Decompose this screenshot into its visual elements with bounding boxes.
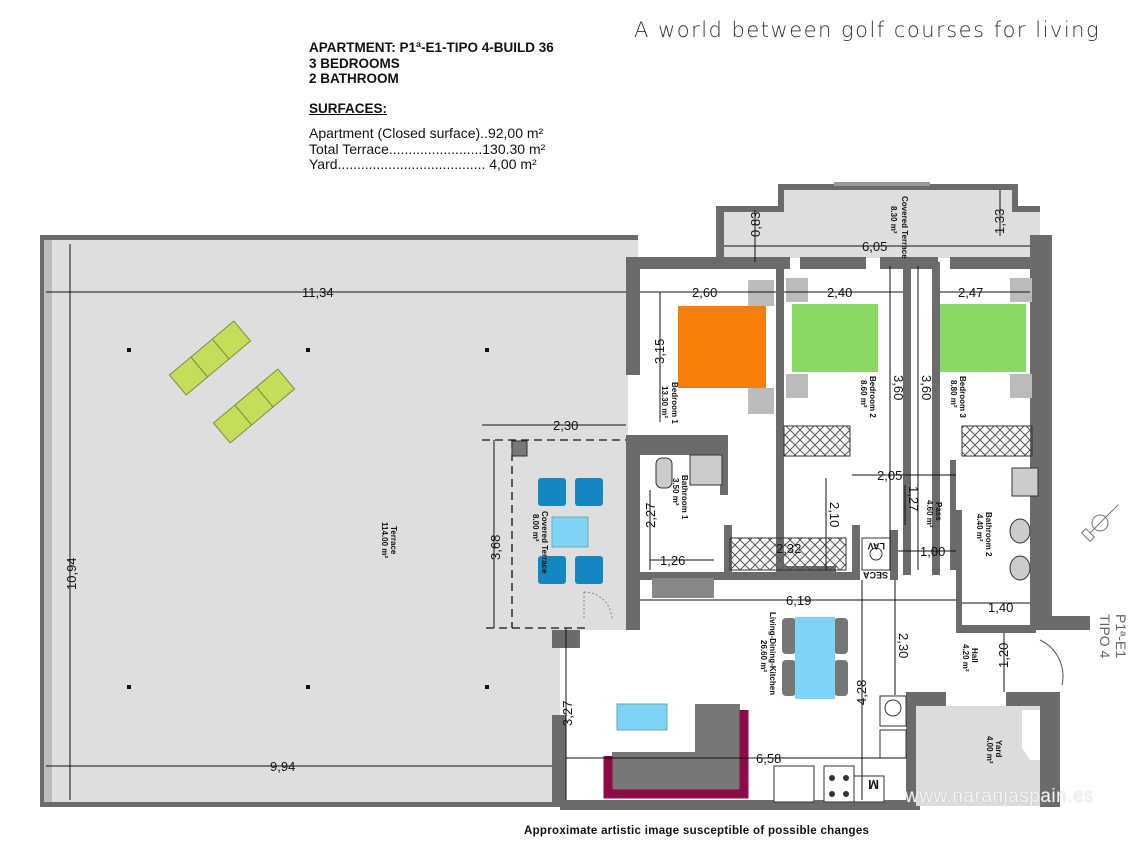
svg-text:1,26: 1,26	[660, 553, 685, 568]
svg-text:3,15: 3,15	[652, 339, 667, 364]
svg-text:2,30: 2,30	[553, 418, 578, 433]
svg-text:2,05: 2,05	[877, 468, 902, 483]
svg-text:Hall: Hall	[970, 648, 979, 663]
svg-text:13.30 m²: 13.30 m²	[660, 386, 669, 418]
svg-text:Terrace: Terrace	[389, 526, 398, 555]
svg-text:1,40: 1,40	[988, 600, 1013, 615]
svg-text:Bedroom 3: Bedroom 3	[958, 376, 967, 418]
svg-text:8.80 m²: 8.80 m²	[949, 380, 958, 408]
svg-text:3,60: 3,60	[919, 375, 934, 400]
surfaces-title: SURFACES:	[309, 100, 388, 116]
laundry-box	[861, 537, 891, 571]
svg-text:8.00 m²: 8.00 m²	[531, 514, 540, 542]
svg-text:Covered Terrace: Covered Terrace	[900, 196, 909, 259]
svg-text:3,60: 3,60	[891, 375, 906, 400]
svg-text:1,27: 1,27	[906, 486, 921, 511]
apartment-code: APARTMENT: P1ª-E1-TIPO 4-BUILD 36	[309, 40, 554, 55]
svg-text:4.40 m²: 4.40 m²	[975, 514, 984, 542]
svg-text:2,40: 2,40	[827, 285, 852, 300]
dimension-lines	[46, 190, 1030, 800]
bedroom-count: 3 BEDROOMS	[309, 55, 400, 71]
bedroom-furniture	[678, 278, 1032, 414]
svg-text:9,94: 9,94	[270, 759, 295, 774]
svg-text:SECA: SECA	[862, 570, 888, 580]
svg-text:2,60: 2,60	[692, 285, 717, 300]
living-furniture	[603, 578, 907, 803]
yard-floor	[916, 706, 1040, 806]
bed-3	[940, 304, 1026, 372]
svg-text:6,19: 6,19	[786, 593, 811, 608]
svg-text:3.50 m²: 3.50 m²	[671, 478, 680, 506]
svg-text:Yard: Yard	[994, 740, 1003, 757]
wardrobe-pass	[729, 537, 847, 571]
appliance-labels: LAV SECA M	[862, 541, 888, 792]
svg-text:TIPO 4: TIPO 4	[1097, 614, 1113, 659]
svg-text:Bedroom 1: Bedroom 1	[670, 382, 679, 424]
svg-text:2,27: 2,27	[643, 503, 658, 528]
tagline: A world between golf courses for living	[634, 18, 1101, 42]
entry-door-icon	[1039, 639, 1064, 686]
compass-icon	[1080, 504, 1119, 543]
svg-text:3,68: 3,68	[488, 535, 503, 560]
watermark: www.naranjaspain.es	[905, 786, 1095, 807]
svg-text:10,94: 10,94	[64, 557, 79, 590]
terrace-pillars	[127, 348, 489, 689]
svg-text:0,83: 0,83	[748, 212, 763, 237]
svg-text:26.60 m²: 26.60 m²	[759, 640, 768, 672]
dimension-labels: 11,34 10,94 9,94 2,30 3,68 6,05 0,83 1,3…	[64, 209, 1013, 774]
svg-text:4.00 m²: 4.00 m²	[985, 736, 994, 764]
svg-text:M: M	[868, 777, 879, 792]
svg-text:3,27: 3,27	[560, 701, 575, 726]
svg-text:P1ª-E1: P1ª-E1	[1113, 614, 1129, 658]
svg-text:6,05: 6,05	[862, 239, 887, 254]
room-labels: Covered Terrace 8.30 m² Bedroom 1 13.30 …	[380, 196, 1003, 764]
walls	[552, 235, 1090, 810]
svg-text:1,20: 1,20	[996, 643, 1011, 668]
master-bed	[678, 306, 766, 388]
svg-text:4,28: 4,28	[854, 680, 869, 705]
surface-terrace: Total Terrace........................130…	[309, 140, 546, 157]
svg-text:4.20 m²: 4.20 m²	[961, 644, 970, 672]
svg-text:2,30: 2,30	[896, 633, 911, 658]
svg-text:2,32: 2,32	[776, 541, 801, 556]
svg-text:4.60 m²: 4.60 m²	[925, 500, 934, 528]
svg-text:Covered Terrace: Covered Terrace	[540, 511, 549, 574]
disclaimer: Approximate artistic image susceptible o…	[524, 825, 870, 837]
svg-text:11,34: 11,34	[302, 285, 334, 300]
svg-text:Bathroom 2: Bathroom 2	[984, 512, 993, 557]
wardrobe-bed3	[961, 425, 1033, 457]
svg-text:8.30 m²: 8.30 m²	[889, 206, 898, 234]
bed-2	[792, 304, 878, 372]
svg-text:Pass: Pass	[934, 502, 943, 521]
svg-text:1,33: 1,33	[992, 209, 1007, 234]
svg-text:LAV: LAV	[868, 541, 885, 551]
svg-text:6,58: 6,58	[756, 751, 781, 766]
svg-text:2,10: 2,10	[827, 502, 842, 527]
wardrobe-bed2	[783, 425, 851, 457]
top-covered-terrace	[716, 182, 1040, 262]
svg-text:2,47: 2,47	[958, 285, 983, 300]
apartment-info: APARTMENT: P1ª-E1-TIPO 4-BUILD 36 3 BEDR…	[309, 40, 554, 173]
svg-text:Bathroom 1: Bathroom 1	[680, 475, 689, 520]
svg-text:8.60 m²: 8.60 m²	[859, 380, 868, 408]
bathroom-fixtures	[655, 454, 1039, 581]
svg-text:114.00 m²: 114.00 m²	[380, 522, 389, 558]
sun-loungers	[168, 320, 296, 444]
bathroom-count: 2 BATHROOM	[309, 71, 399, 86]
svg-text:1,00: 1,00	[920, 544, 945, 559]
side-covered-terrace	[482, 439, 626, 630]
surface-yard: Yard....................................…	[309, 156, 537, 172]
surface-apartment: Apartment (Closed surface)..92,00 m²	[309, 125, 544, 141]
unit-tag: P1ª-E1 TIPO 4	[1097, 614, 1129, 659]
svg-text:Bedroom 2: Bedroom 2	[868, 376, 877, 418]
svg-text:Living-Dining-Kitchen: Living-Dining-Kitchen	[768, 612, 777, 695]
